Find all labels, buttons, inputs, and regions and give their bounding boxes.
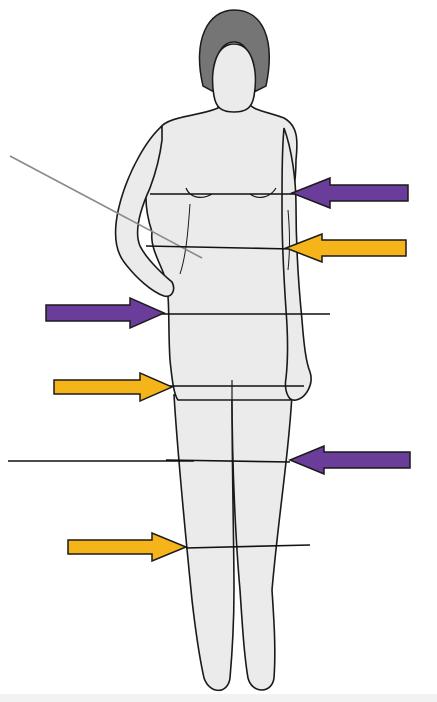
floor-band <box>0 694 437 702</box>
arrow-hip <box>46 298 164 328</box>
arrow-upper-thigh <box>54 373 172 401</box>
arrow-underbust <box>286 234 406 262</box>
arrow-bust <box>292 178 408 208</box>
face <box>213 44 256 112</box>
right-leg <box>232 395 292 690</box>
left-leg <box>174 395 234 690</box>
arrow-thigh <box>290 446 410 474</box>
arrow-knee <box>68 533 186 561</box>
